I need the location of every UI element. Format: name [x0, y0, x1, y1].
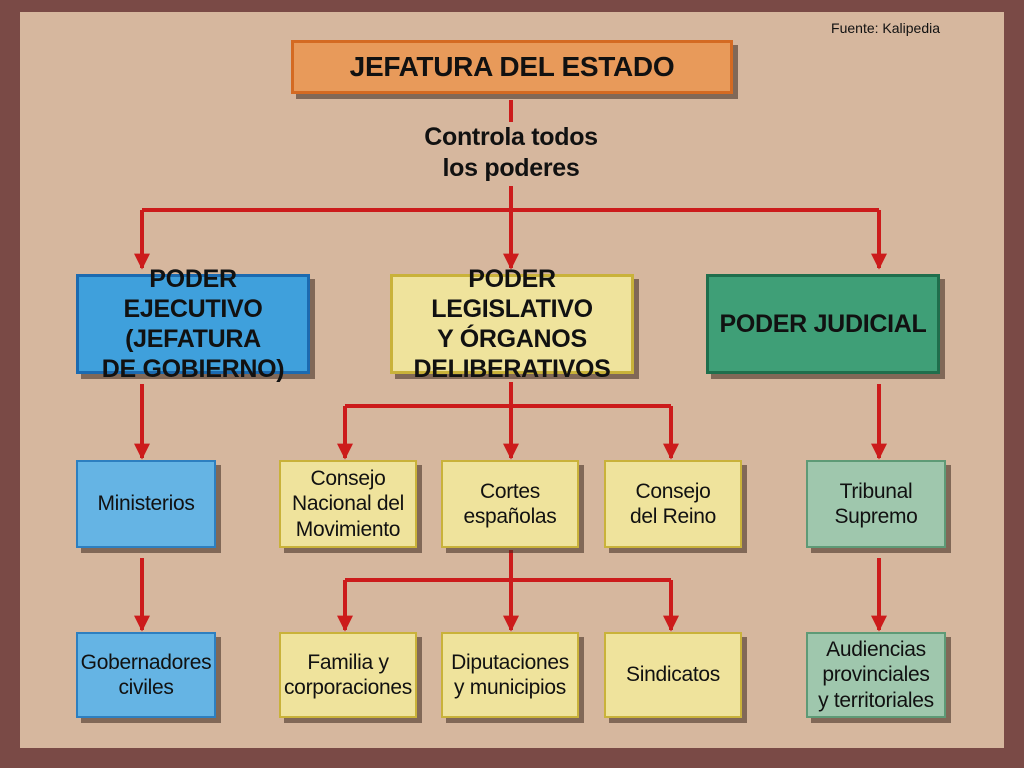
consejo-nacional-label: Consejo Nacional del Movimiento [292, 467, 404, 541]
jefatura-del-estado-box: JEFATURA DEL ESTADO [291, 40, 733, 94]
diputaciones-municipios-label: Diputaciones y municipios [451, 650, 569, 699]
jefatura-del-estado-label: JEFATURA DEL ESTADO [349, 51, 675, 83]
connector-lines [134, 100, 887, 632]
tribunal-supremo-box: Tribunal Supremo [806, 460, 946, 548]
poder-legislativo-box: PODER LEGISLATIVO Y ÓRGANOS DELIBERATIVO… [390, 265, 634, 383]
poder-judicial-label: PODER JUDICIAL [719, 310, 927, 338]
poder-legislativo-label: PODER LEGISLATIVO Y ÓRGANOS DELIBERATIVO… [413, 265, 611, 383]
tribunal-supremo-label: Tribunal Supremo [834, 479, 918, 528]
ministerios-label: Ministerios [97, 492, 195, 516]
gobernadores-civiles-label: Gobernadores civiles [80, 650, 212, 699]
cortes-espanolas-label: Cortes españolas [463, 479, 557, 528]
familia-corporaciones-box: Familia y corporaciones [279, 632, 417, 718]
consejo-del-reino-label: Consejo del Reino [629, 479, 717, 528]
control-label: Controla todos los poderes [424, 123, 598, 183]
diputaciones-municipios-box: Diputaciones y municipios [441, 632, 579, 718]
familia-corporaciones-label: Familia y corporaciones [283, 650, 412, 699]
poder-ejecutivo-label: PODER EJECUTIVO (JEFATURA DE GOBIERNO) [101, 265, 285, 383]
sindicatos-box: Sindicatos [604, 632, 742, 718]
audiencias-box: Audiencias provinciales y territoriales [806, 632, 946, 718]
poder-judicial-box: PODER JUDICIAL [706, 274, 940, 374]
audiencias-label: Audiencias provinciales y territoriales [818, 638, 934, 712]
sindicatos-label: Sindicatos [626, 663, 720, 687]
gobernadores-civiles-box: Gobernadores civiles [76, 632, 216, 718]
diagram-canvas: Fuente: Kalipedia [20, 12, 1004, 748]
consejo-nacional-box: Consejo Nacional del Movimiento [279, 460, 417, 548]
ministerios-box: Ministerios [76, 460, 216, 548]
consejo-del-reino-box: Consejo del Reino [604, 460, 742, 548]
cortes-espanolas-box: Cortes españolas [441, 460, 579, 548]
poder-ejecutivo-box: PODER EJECUTIVO (JEFATURA DE GOBIERNO) [76, 265, 310, 383]
source-caption: Fuente: Kalipedia [831, 20, 940, 36]
